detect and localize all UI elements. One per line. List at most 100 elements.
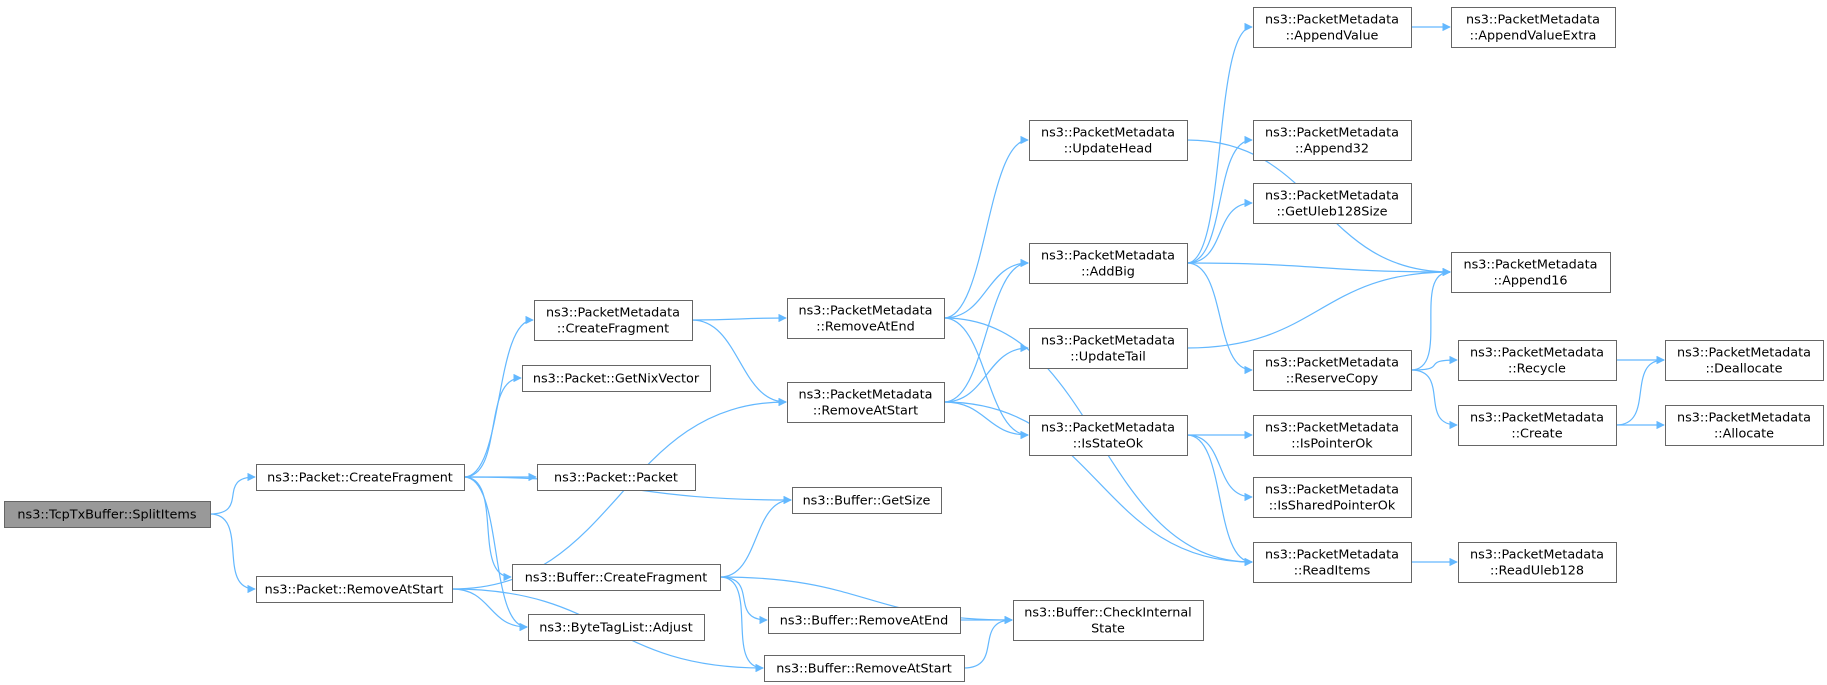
node-label: ::AddBig [1081,265,1135,280]
edge-pm-addbig-to-pm-appendvalue [1186,22,1253,264]
node-pm-updatetail[interactable]: ns3::PacketMetadata::UpdateTail [1029,328,1188,369]
node-box [1458,405,1617,446]
edge-pm-createfragment-to-pm-removeatend [691,313,787,323]
node-box [768,607,961,634]
node-buffer-createfragment[interactable]: ns3::Buffer::CreateFragment [512,564,721,591]
edge-packet-createfragment-to-buffer-createfragment [463,476,512,582]
node-label: ns3::PacketMetadata [798,304,932,319]
node-box [1013,600,1204,641]
node-label: ns3::PacketMetadata [1265,126,1399,141]
node-label: ns3::TcpTxBuffer::SplitItems [17,508,196,523]
edge-buffer-createfragment-to-buffer-removeatend [719,576,768,625]
node-label: ns3::PacketMetadata [1265,548,1399,563]
edge-pm-removeatstart-to-pm-readitems [943,401,1253,567]
node-label: ns3::PacketMetadata [1677,346,1811,361]
node-box [528,614,705,641]
node-pm-readuleb128[interactable]: ns3::PacketMetadata::ReadUleb128 [1458,542,1617,583]
edge-pm-removeatend-to-pm-updatehead [943,135,1029,319]
node-buffer-removeatend[interactable]: ns3::Buffer::RemoveAtEnd [768,607,961,634]
node-pm-ispointerok[interactable]: ns3::PacketMetadata::IsPointerOk [1253,415,1412,456]
node-box [1253,477,1412,518]
node-pm-deallocate[interactable]: ns3::PacketMetadata::Deallocate [1665,340,1824,381]
edge-packet-createfragment-to-packet-getnixvector [463,373,522,478]
node-label: ns3::Packet::Packet [554,471,678,486]
node-box [522,365,711,392]
node-pm-updatehead[interactable]: ns3::PacketMetadata::UpdateHead [1029,120,1188,161]
node-box [1665,340,1824,381]
node-label: ::ReadUleb128 [1490,564,1584,579]
node-label: ::RemoveAtStart [813,404,918,419]
node-pm-append16[interactable]: ns3::PacketMetadata::Append16 [1451,252,1611,293]
edge-buffer-removeatstart-to-buffer-checkinternalstate [963,615,1013,669]
node-pm-create[interactable]: ns3::PacketMetadata::Create [1458,405,1617,446]
node-box [534,300,693,341]
node-label: ::AppendValue [1286,29,1379,44]
node-pm-isstateok[interactable]: ns3::PacketMetadata::IsStateOk [1029,415,1188,456]
node-label: ns3::PacketMetadata [1463,258,1597,273]
node-pm-append32[interactable]: ns3::PacketMetadata::Append32 [1253,120,1412,161]
node-pm-appendvalue[interactable]: ns3::PacketMetadata::AppendValue [1253,7,1412,48]
edge-pm-addbig-to-pm-append32 [1186,135,1253,264]
node-packet-removeatstart[interactable]: ns3::Packet::RemoveAtStart [256,576,453,603]
node-pm-createfragment[interactable]: ns3::PacketMetadata::CreateFragment [534,300,693,341]
node-label: ::ReserveCopy [1286,372,1379,387]
node-packet-createfragment[interactable]: ns3::Packet::CreateFragment [256,464,465,491]
node-layer: ns3::TcpTxBuffer::SplitItemsns3::Packet:… [4,7,1824,682]
node-box [1029,243,1188,284]
node-label: ns3::PacketMetadata [546,306,680,321]
node-label: ::ReadItems [1294,564,1371,579]
node-box [512,564,721,591]
node-bytetaglist-adjust[interactable]: ns3::ByteTagList::Adjust [528,614,705,641]
node-box [787,298,945,339]
node-box [256,576,453,603]
node-pm-getuleb128size[interactable]: ns3::PacketMetadata::GetUleb128Size [1253,183,1412,224]
node-packet-getnixvector[interactable]: ns3::Packet::GetNixVector [522,365,711,392]
edge-pm-addbig-to-pm-getuleb128size [1186,198,1253,264]
node-pm-allocate[interactable]: ns3::PacketMetadata::Allocate [1665,405,1824,446]
edge-packet-removeatstart-to-pm-removeatstart [451,397,787,590]
edge-pm-isstateok-to-pm-issharedpointerok [1186,434,1253,502]
edge-pm-updatetail-to-pm-append16 [1186,267,1451,349]
node-label: ns3::Packet::CreateFragment [267,471,453,486]
node-pm-recycle[interactable]: ns3::PacketMetadata::Recycle [1458,340,1617,381]
node-pm-appendvalueextra[interactable]: ns3::PacketMetadata::AppendValueExtra [1451,7,1616,48]
edge-pm-addbig-to-pm-reservecopy [1186,262,1253,375]
node-box [1253,542,1412,583]
node-label: ns3::PacketMetadata [1265,189,1399,204]
node-packet-packet[interactable]: ns3::Packet::Packet [537,464,696,491]
edge-pm-isstateok-to-pm-readitems [1186,434,1253,567]
node-label: ns3::Packet::GetNixVector [533,372,700,387]
node-box [1458,340,1617,381]
edge-buffer-createfragment-to-buffer-checkinternalstate [719,576,1013,625]
node-pm-addbig[interactable]: ns3::PacketMetadata::AddBig [1029,243,1188,284]
node-box [1253,183,1412,224]
node-label: ::Recycle [1508,362,1566,377]
node-label: ns3::PacketMetadata [1041,421,1175,436]
node-box [1029,415,1188,456]
node-box [1029,328,1188,369]
node-label: ns3::PacketMetadata [1470,346,1604,361]
node-label: ns3::PacketMetadata [1041,334,1175,349]
node-label: ns3::ByteTagList::Adjust [539,621,692,636]
node-pm-reservecopy[interactable]: ns3::PacketMetadata::ReserveCopy [1253,350,1412,391]
edge-buffer-createfragment-to-buffer-getsize [719,495,792,578]
edge-pm-reservecopy-to-pm-create [1410,369,1458,430]
node-pm-issharedpointerok[interactable]: ns3::PacketMetadata::IsSharedPointerOk [1253,477,1412,518]
node-label: ns3::PacketMetadata [1041,126,1175,141]
node-box [1451,7,1616,48]
node-label: ::Allocate [1714,427,1774,442]
node-pm-removeatstart[interactable]: ns3::PacketMetadata::RemoveAtStart [787,382,945,423]
edge-pm-removeatstart-to-pm-addbig [943,258,1029,403]
node-pm-readitems[interactable]: ns3::PacketMetadata::ReadItems [1253,542,1412,583]
edge-pm-removeatstart-to-pm-isstateok [943,401,1029,440]
node-label: ns3::PacketMetadata [1265,421,1399,436]
node-label: ::GetUleb128Size [1276,205,1387,220]
edge-packet-createfragment-to-bytetaglist-adjust [463,476,528,632]
node-pm-removeatend[interactable]: ns3::PacketMetadata::RemoveAtEnd [787,298,945,339]
node-buffer-removeatstart[interactable]: ns3::Buffer::RemoveAtStart [764,655,965,682]
node-tcptx-splititems[interactable]: ns3::TcpTxBuffer::SplitItems [4,501,211,528]
node-box [764,655,965,682]
node-box [787,382,945,423]
node-buffer-getsize[interactable]: ns3::Buffer::GetSize [792,487,942,514]
